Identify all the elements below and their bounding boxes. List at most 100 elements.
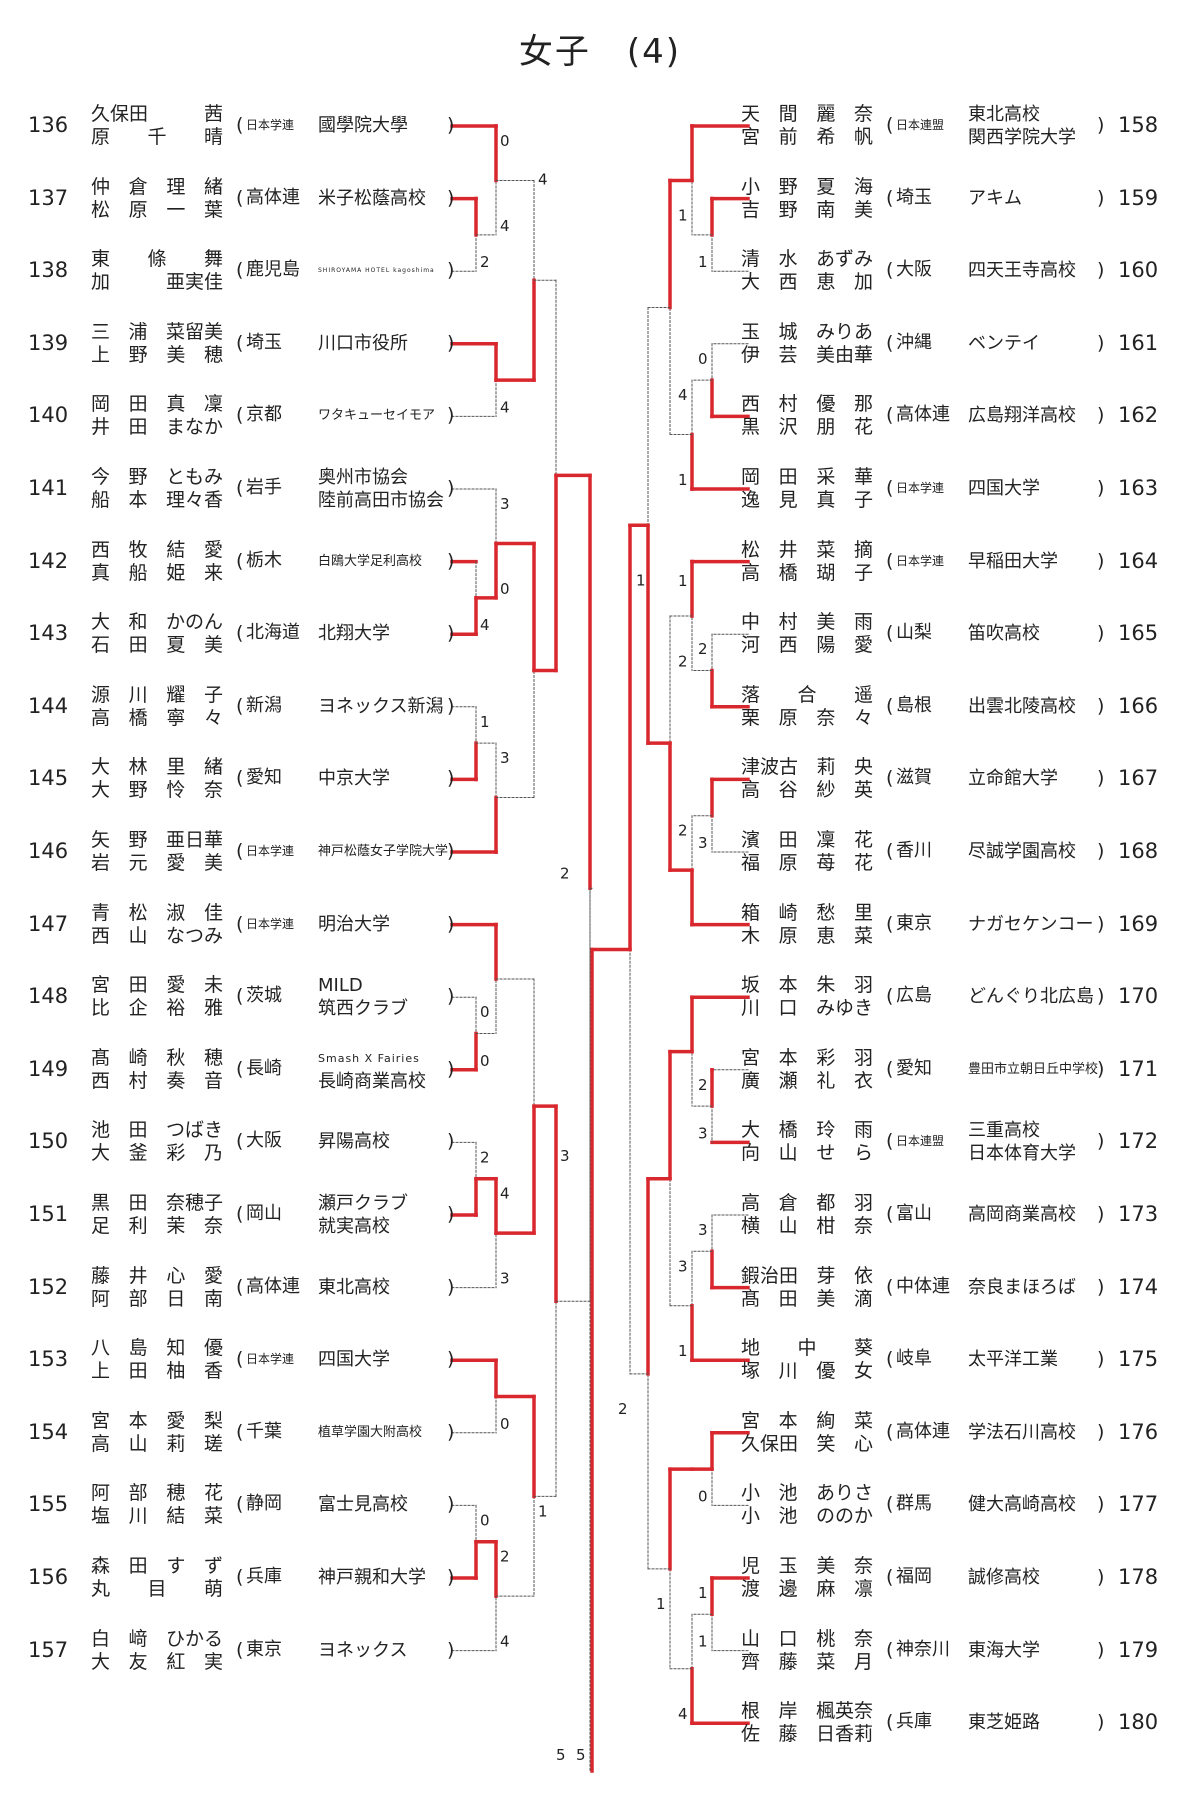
team-names: 北翔大学: [318, 622, 390, 645]
prefecture: 東京: [246, 1638, 282, 1660]
entry-number: 149: [28, 1056, 69, 1081]
match-score: 0: [480, 1511, 490, 1529]
prefecture: 静岡: [246, 1493, 282, 1515]
team-name: ヨネックス新潟: [318, 695, 444, 717]
player-names: 山口桃奈齊藤菜月: [741, 1628, 873, 1674]
match-score: 3: [500, 1270, 510, 1288]
paren-open: (: [236, 1130, 244, 1153]
prefecture: 日本学連: [896, 553, 945, 568]
team-name: Smash X Fairies: [318, 1051, 420, 1065]
paren-open: (: [236, 1275, 244, 1298]
prefecture: 埼玉: [246, 331, 282, 353]
prefecture: 広島: [896, 985, 932, 1007]
match-score: 0: [480, 1052, 490, 1070]
player-name: 阿部日南: [91, 1287, 223, 1310]
paren-close: ): [447, 1057, 455, 1080]
entry-number: 152: [28, 1274, 69, 1299]
player-names: 髙崎秋穂西村奏音: [91, 1047, 223, 1093]
team-name: 東芝姫路: [968, 1712, 1040, 1734]
team-names: 國學院大學: [318, 114, 408, 137]
match-score: 1: [656, 1595, 666, 1613]
paren-close: ): [447, 767, 455, 790]
player-names: 地中葵塚川優女: [741, 1337, 873, 1383]
team-names: 四天王寺高校: [968, 259, 1076, 282]
player-name: 原千晴: [91, 126, 223, 148]
match-score: 3: [698, 1124, 708, 1142]
player-name: 栗原奈々: [741, 706, 873, 729]
page-title: 女子 (4): [518, 32, 682, 72]
paren-close: ): [447, 1130, 455, 1153]
paren-close: ): [1097, 622, 1105, 645]
player-name: 児玉美奈: [741, 1555, 873, 1577]
prefecture: 岐阜: [896, 1348, 932, 1370]
player-name: 濱田凜花: [741, 829, 873, 851]
team-name: 奈良まほろば: [968, 1276, 1076, 1298]
player-names: 青松淑佳西山なつみ: [91, 902, 223, 948]
match-score: 2: [480, 253, 490, 271]
match-score: 2: [698, 640, 708, 658]
prefecture: 山梨: [896, 622, 932, 644]
player-names: 久保田茜原千晴: [91, 103, 223, 149]
paren-open: (: [236, 1203, 244, 1225]
team-name: 米子松蔭高校: [318, 187, 426, 209]
player-name: 宮本彩羽: [741, 1046, 873, 1069]
match-score: 1: [636, 571, 646, 589]
player-name: 塚川優女: [741, 1360, 873, 1383]
player-name: 根岸楓英奈: [741, 1700, 873, 1723]
paren-close: ): [1097, 1130, 1105, 1153]
match-score: 1: [538, 1502, 548, 1520]
team-name: ワタキューセイモア: [318, 408, 436, 424]
player-name: 逸見真子: [741, 489, 873, 511]
entry-number: 136: [28, 113, 69, 137]
match-score: 1: [678, 1342, 688, 1360]
entry-number: 171: [1118, 1056, 1159, 1081]
player-name: 髙崎秋穂: [91, 1046, 223, 1069]
player-name: 三浦菜留美: [91, 320, 223, 343]
paren-close: ): [1097, 404, 1105, 427]
entry-number: 137: [28, 185, 69, 210]
paren-close: ): [1097, 549, 1105, 572]
paren-close: ): [447, 1420, 455, 1443]
prefecture: 高体連: [246, 186, 300, 208]
player-name: 藤井心愛: [91, 1264, 223, 1287]
paren-open: (: [886, 1711, 894, 1734]
player-name: 大橋玲雨: [741, 1119, 873, 1142]
player-name: 上野美穂: [91, 343, 223, 366]
prefecture: 日本学連: [246, 844, 295, 858]
match-score: 3: [678, 1257, 688, 1275]
player-names: 大橋玲雨向山せら: [741, 1119, 873, 1165]
team-names: 三重高校日本体育大学: [968, 1119, 1076, 1165]
entry-number: 160: [1118, 258, 1159, 283]
team-name: 神戸親和大学: [318, 1567, 426, 1588]
entry-number: 165: [1118, 621, 1159, 646]
team-names: 米子松蔭高校: [318, 187, 426, 210]
prefecture: 愛知: [896, 1057, 932, 1079]
player-name: 吉野南美: [741, 198, 873, 221]
player-name: 落合遥: [741, 683, 873, 706]
player-names: 岡田采華逸見真子: [741, 466, 873, 512]
team-name: 就実高校: [318, 1216, 390, 1237]
paren-close: ): [1097, 1638, 1105, 1661]
player-name: 松井菜摘: [741, 538, 873, 561]
team-name: MILD: [318, 975, 363, 997]
player-name: 西山なつみ: [91, 924, 223, 947]
player-name: 髙田美滴: [741, 1287, 873, 1310]
player-name: 箱崎愁里: [741, 901, 873, 924]
paren-open: (: [886, 985, 894, 1008]
player-name: 井田まなか: [91, 416, 223, 439]
match-score: 4: [538, 170, 548, 188]
entry-number: 150: [28, 1129, 69, 1154]
paren-open: (: [236, 912, 244, 935]
team-names: 瀬戸クラブ就実高校: [318, 1192, 408, 1238]
paren-open: (: [236, 1348, 244, 1371]
paren-close: ): [447, 331, 455, 354]
match-score: 1: [698, 253, 708, 271]
team-name: 高岡商業高校: [968, 1204, 1076, 1225]
paren-open: (: [886, 1566, 894, 1588]
paren-close: ): [447, 1203, 455, 1225]
paren-close: ): [1097, 1275, 1105, 1298]
entry-number: 166: [1118, 693, 1159, 718]
paren-close: ): [447, 840, 455, 862]
team-name: 昇陽高校: [318, 1131, 390, 1153]
